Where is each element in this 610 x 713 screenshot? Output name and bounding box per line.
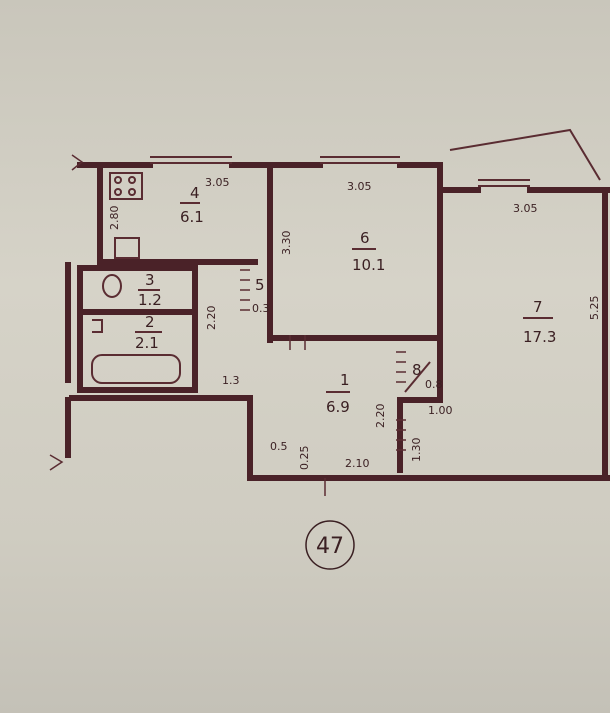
room-area: 0.8 bbox=[425, 378, 443, 391]
dimension-kitchen-top: 3.05 bbox=[205, 176, 230, 189]
apartment-number: 47 bbox=[316, 534, 344, 559]
break-mark bbox=[49, 454, 64, 471]
dimension-hall-side: 2.20 bbox=[374, 404, 387, 429]
dimension-room6-side: 3.30 bbox=[280, 231, 293, 256]
window-room7 bbox=[478, 179, 530, 187]
burner-icon bbox=[128, 188, 136, 196]
room-number: 5 bbox=[255, 276, 265, 294]
break-mark bbox=[71, 154, 84, 171]
dimension-labels: 3.05 3.05 3.05 2.80 3.30 5.25 2.20 1.3 2… bbox=[108, 176, 601, 470]
room-number: 2 bbox=[145, 313, 155, 331]
room-area: 0.3 bbox=[252, 302, 270, 315]
fixtures bbox=[91, 172, 181, 384]
bathtub-icon bbox=[91, 354, 181, 384]
dimension-room6-top: 3.05 bbox=[347, 180, 372, 193]
room-area: 2.1 bbox=[135, 334, 159, 352]
sink-icon bbox=[114, 237, 140, 259]
hatching bbox=[49, 154, 406, 496]
hall-bottom-wall bbox=[69, 395, 443, 481]
room-area: 6.1 bbox=[180, 208, 204, 226]
burner-icon bbox=[128, 176, 136, 184]
dimension-entry-small: 0.25 bbox=[298, 446, 311, 471]
washbasin-icon bbox=[92, 319, 103, 333]
window-kitchen-room6 bbox=[150, 156, 400, 164]
dimension-hall-left: 1.3 bbox=[222, 374, 240, 387]
dimension-closet-width: 1.00 bbox=[428, 404, 453, 417]
room-number: 4 bbox=[190, 184, 200, 202]
room-area: 6.9 bbox=[326, 398, 350, 416]
room-number: 3 bbox=[145, 271, 155, 289]
toilet-icon bbox=[102, 274, 122, 298]
dimension-entry-left: 0.5 bbox=[270, 440, 288, 453]
stove-icon bbox=[109, 172, 143, 200]
room-area: 17.3 bbox=[523, 328, 556, 346]
dimension-room7-top: 3.05 bbox=[513, 202, 538, 215]
burner-icon bbox=[114, 188, 122, 196]
room-number: 7 bbox=[533, 298, 543, 316]
room-number: 8 bbox=[412, 361, 422, 379]
burner-icon bbox=[114, 176, 122, 184]
closet-walls bbox=[397, 397, 443, 473]
room-area: 1.2 bbox=[138, 291, 162, 309]
dimension-kitchen-side: 2.80 bbox=[108, 206, 121, 231]
closet-hatch bbox=[396, 351, 406, 383]
dimension-closet-height: 1.30 bbox=[410, 438, 423, 463]
bathroom-walls bbox=[77, 265, 198, 393]
apartment-number-badge: 47 bbox=[305, 520, 355, 570]
closet-side-hatch bbox=[396, 419, 406, 451]
balcony-outline bbox=[449, 128, 601, 181]
room-area: 10.1 bbox=[352, 256, 385, 274]
room-number: 1 bbox=[340, 371, 350, 389]
room-labels: 4 6.1 6 10.1 7 17.3 3 1.2 2 2.1 5 0.3 1 … bbox=[135, 184, 556, 416]
dimension-bath-height: 2.20 bbox=[205, 306, 218, 331]
dimension-entry-bottom: 2.10 bbox=[345, 457, 370, 470]
dimension-room7-side: 5.25 bbox=[588, 296, 601, 321]
walls bbox=[65, 128, 610, 481]
badge-circle bbox=[305, 520, 355, 570]
door-mark-room6 bbox=[289, 335, 306, 350]
vent-shaft-hatch bbox=[240, 269, 250, 311]
room-number: 6 bbox=[360, 229, 370, 247]
